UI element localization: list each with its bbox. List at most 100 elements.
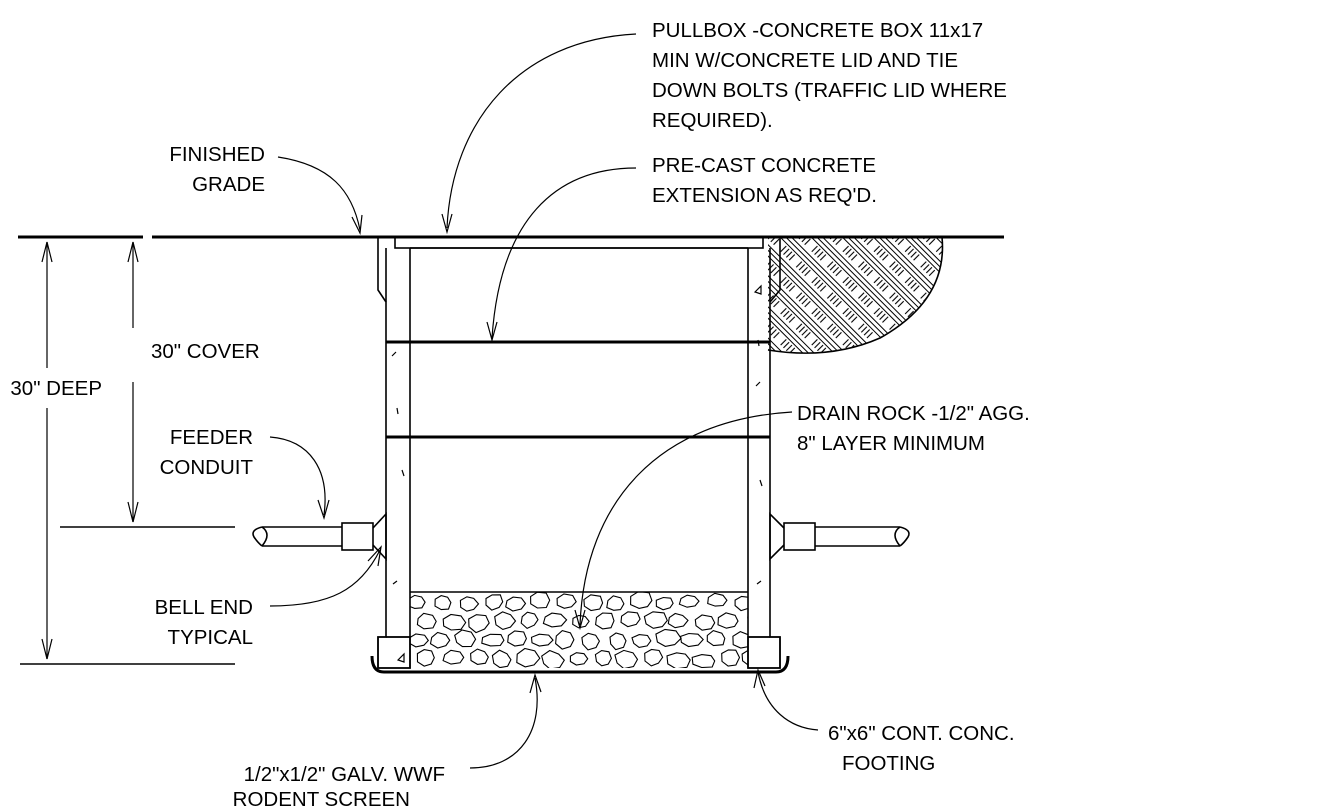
drain-rock-stone — [732, 630, 748, 649]
label-rodent-screen: 1/2"x1/2" GALV. WWF RODENT SCREEN — [233, 763, 445, 808]
leader-bell-end — [269, 545, 382, 607]
leader-feeder-conduit — [269, 436, 330, 521]
drain-rock-stone — [655, 596, 674, 611]
earth-hatch — [767, 236, 944, 354]
drain-rock-stone — [630, 592, 653, 609]
drain-rock-stone — [631, 634, 652, 648]
dimension-deep-label: 30" DEEP — [10, 377, 102, 400]
svg-text:6"x6" CONT. CONC.: 6"x6" CONT. CONC. — [828, 722, 1015, 745]
drain-rock-stone — [555, 629, 575, 650]
drain-rock-stone — [481, 633, 505, 647]
svg-text:1/2"x1/2" GALV. WWF: 1/2"x1/2" GALV. WWF — [244, 763, 445, 786]
conduit-reference-line — [20, 526, 235, 665]
drain-rock-stone — [505, 596, 527, 612]
drain-rock-stone — [507, 630, 528, 647]
svg-text:FOOTING: FOOTING — [842, 752, 935, 775]
drain-rock-stone — [516, 647, 541, 668]
svg-text:GRADE: GRADE — [192, 173, 265, 196]
svg-text:TYPICAL: TYPICAL — [168, 626, 253, 649]
drain-rock-stone — [434, 595, 452, 611]
label-finished-grade: FINISHED GRADE — [169, 143, 265, 196]
svg-text:DRAIN ROCK -1/2" AGG.: DRAIN ROCK -1/2" AGG. — [797, 402, 1030, 425]
svg-text:DOWN BOLTS (TRAFFIC LID WHERE: DOWN BOLTS (TRAFFIC LID WHERE — [652, 79, 1007, 102]
drain-rock-stone — [442, 613, 467, 631]
label-extension: PRE-CAST CONCRETE EXTENSION AS REQ'D. — [652, 154, 877, 207]
leader-pullbox — [441, 33, 637, 235]
drain-rock-stone — [644, 648, 664, 667]
drain-rock-stone — [717, 612, 739, 629]
leader-extension — [486, 167, 637, 343]
rodent-screen — [370, 655, 790, 674]
label-pullbox: PULLBOX -CONCRETE BOX 11x17 MIN W/CONCRE… — [652, 19, 1007, 132]
drain-rock-stone — [706, 629, 726, 647]
drain-rock-stone — [442, 649, 465, 665]
concrete-lid — [394, 236, 764, 249]
drain-rock-stone — [468, 614, 490, 634]
drain-rock-stone — [606, 595, 625, 611]
drain-rock-stone — [734, 595, 748, 612]
svg-text:RODENT SCREEN: RODENT SCREEN — [233, 788, 410, 808]
drain-rock-stone — [494, 611, 517, 631]
label-bell-end: BELL END TYPICAL — [155, 596, 253, 649]
drain-rock-stone — [667, 612, 689, 629]
drain-rock-stone — [583, 594, 604, 612]
drain-rock-stone — [666, 652, 691, 668]
drain-rock-stone — [595, 612, 615, 630]
svg-text:CONDUIT: CONDUIT — [160, 456, 254, 479]
svg-text:BELL END: BELL END — [155, 596, 253, 619]
left-concrete-wall — [377, 237, 411, 669]
drain-rock-stone — [470, 648, 489, 665]
label-drain-rock: DRAIN ROCK -1/2" AGG. 8" LAYER MINIMUM — [797, 402, 1030, 455]
drain-rock-stone — [614, 649, 639, 668]
label-feeder-conduit: FEEDER CONDUIT — [160, 426, 254, 479]
svg-text:FINISHED: FINISHED — [169, 143, 265, 166]
drain-rock-stone — [691, 654, 716, 668]
dimension-deep — [41, 241, 53, 660]
drain-rock-stone — [678, 594, 700, 608]
drain-rock-stone — [741, 649, 748, 666]
drain-rock-stone — [541, 649, 565, 668]
drain-rock-stone — [491, 649, 512, 668]
drain-rock-stone — [569, 652, 589, 666]
leader-rodent-screen — [469, 673, 542, 769]
drain-rock-stone — [679, 632, 704, 648]
svg-text:MIN W/CONCRETE LID AND TIE: MIN W/CONCRETE LID AND TIE — [652, 49, 958, 72]
svg-text:PULLBOX -CONCRETE BOX 11x17: PULLBOX -CONCRETE BOX 11x17 — [652, 19, 983, 42]
drain-rock-stone — [429, 631, 451, 649]
drain-rock-stone — [747, 616, 748, 625]
svg-text:FEEDER: FEEDER — [170, 426, 253, 449]
drain-rock-stone — [485, 594, 504, 611]
drain-rock-layer — [410, 591, 748, 668]
drain-rock-stone — [410, 633, 430, 648]
dimension-cover-label: 30" COVER — [151, 340, 260, 363]
leader-drain-rock — [574, 411, 793, 631]
drain-rock-stone — [643, 611, 668, 629]
extension-joints — [386, 340, 770, 439]
drain-rock-stone — [530, 592, 551, 609]
left-footing — [377, 636, 411, 669]
svg-text:EXTENSION AS REQ'D.: EXTENSION AS REQ'D. — [652, 184, 877, 207]
drain-rock-stone — [609, 632, 627, 651]
drain-rock-stone — [556, 593, 577, 609]
drain-rock-stone — [694, 614, 716, 631]
svg-text:PRE-CAST CONCRETE: PRE-CAST CONCRETE — [652, 154, 876, 177]
drain-rock-stone — [721, 649, 741, 667]
drain-rock-stone — [620, 611, 641, 628]
svg-text:8" LAYER MINIMUM: 8" LAYER MINIMUM — [797, 432, 985, 455]
drain-rock-stone — [530, 633, 554, 647]
drain-rock-stone — [410, 594, 426, 609]
leader-footing — [753, 668, 819, 731]
drain-rock-stone — [572, 614, 590, 629]
svg-text:REQUIRED).: REQUIRED). — [652, 109, 773, 132]
drain-rock-stone — [581, 632, 601, 651]
drain-rock-stone — [707, 592, 728, 607]
right-footing — [747, 636, 781, 669]
drain-rock-stone — [416, 612, 437, 630]
drain-rock-stone — [454, 629, 477, 648]
left-feeder-conduit — [252, 511, 387, 562]
drain-rock-stone — [459, 596, 480, 612]
drain-rock-stone — [416, 649, 435, 667]
leader-finished-grade — [277, 156, 363, 236]
drain-rock-stone — [520, 611, 539, 630]
